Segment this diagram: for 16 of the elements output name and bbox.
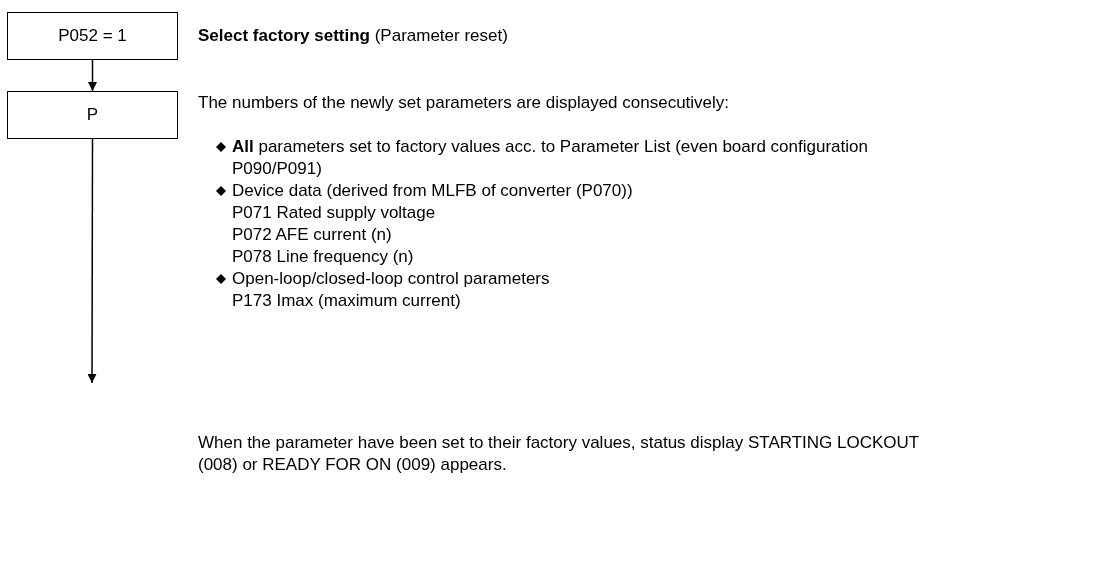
process-box — [7, 12, 178, 60]
arrow — [87, 138, 97, 384]
box-label: P052 = 1 — [58, 26, 127, 46]
box-label: P — [86, 105, 99, 125]
process-box — [7, 91, 178, 139]
list-item-text: P078 Line frequency (n) — [232, 247, 414, 266]
list-item-text: P173 Imax (maximum current) — [232, 291, 461, 310]
note-text: When the parameter have been set to their factory values, status display STARTING LOCKOUT (008) or READY FOR ON (009) appears. — [198, 432, 920, 476]
description-text: The numbers of the newly set parameters are displayed consecutively: — [198, 93, 730, 112]
arrow — [88, 59, 97, 92]
list-item-text: Device data (derived from MLFB of converter (P070)) — [232, 181, 633, 200]
description-text: Select factory setting (Parameter reset) — [198, 26, 508, 45]
list-item-text: All parameters set to factory values acc. to Parameter List (even board configuration P090/P091) — [232, 137, 868, 178]
list-item-text: P071 Rated supply voltage — [232, 203, 436, 222]
list-item-text: P072 AFE current (n) — [232, 225, 392, 244]
list-item-text: Open-loop/closed-loop control parameters — [232, 269, 550, 288]
